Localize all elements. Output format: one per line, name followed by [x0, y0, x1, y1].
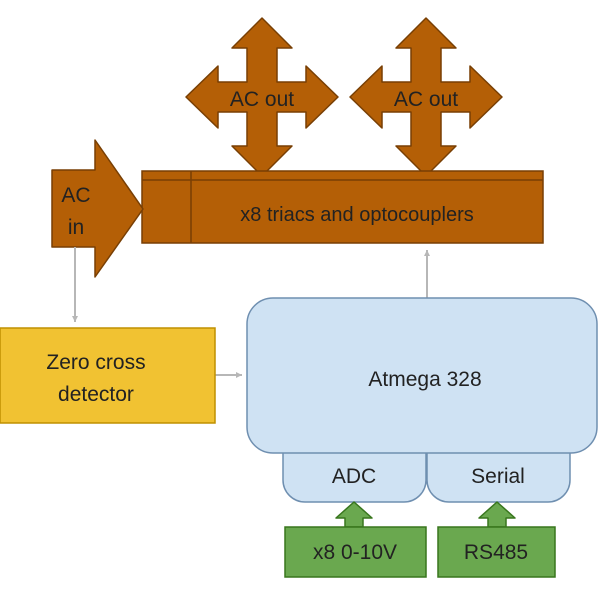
ac-out-label: AC out [394, 88, 458, 111]
analog-input-box [284, 526, 427, 578]
adc-label: ADC [332, 465, 376, 488]
analog-input-label: x8 0-10V [313, 541, 397, 564]
mcu-label: Atmega 328 [368, 368, 481, 391]
triacs-bar [141, 170, 544, 244]
triacs-label: x8 triacs and optocouplers [240, 204, 473, 226]
right-arrow-icon [51, 139, 144, 278]
triacs-block: x8 triacs and optocouplers [141, 170, 544, 244]
ac-in-label-line1: AC [61, 184, 90, 207]
ac-out-arrow-right: AC out [349, 17, 503, 177]
zero-cross-box [0, 327, 216, 424]
mcu-block: Atmega 328 [246, 297, 598, 454]
analog-input-block: x8 0-10V [284, 526, 427, 578]
up-arrow-icon-serial [478, 501, 516, 528]
zero-cross-label-line2: detector [58, 383, 134, 406]
ac-in-arrow: AC in [51, 139, 144, 278]
ac-out-label: AC out [230, 88, 294, 111]
rs485-box [437, 526, 556, 578]
zero-cross-detector-block: Zero cross detector [0, 327, 216, 424]
up-arrow-icon-adc [335, 501, 373, 528]
zero-cross-label-line1: Zero cross [46, 351, 145, 374]
ac-out-arrow-left: AC out [185, 17, 339, 177]
rs485-label: RS485 [464, 541, 528, 564]
rs485-block: RS485 [437, 526, 556, 578]
mcu-box [246, 297, 598, 454]
ac-in-label-line2: in [68, 216, 84, 239]
serial-label: Serial [471, 465, 525, 488]
